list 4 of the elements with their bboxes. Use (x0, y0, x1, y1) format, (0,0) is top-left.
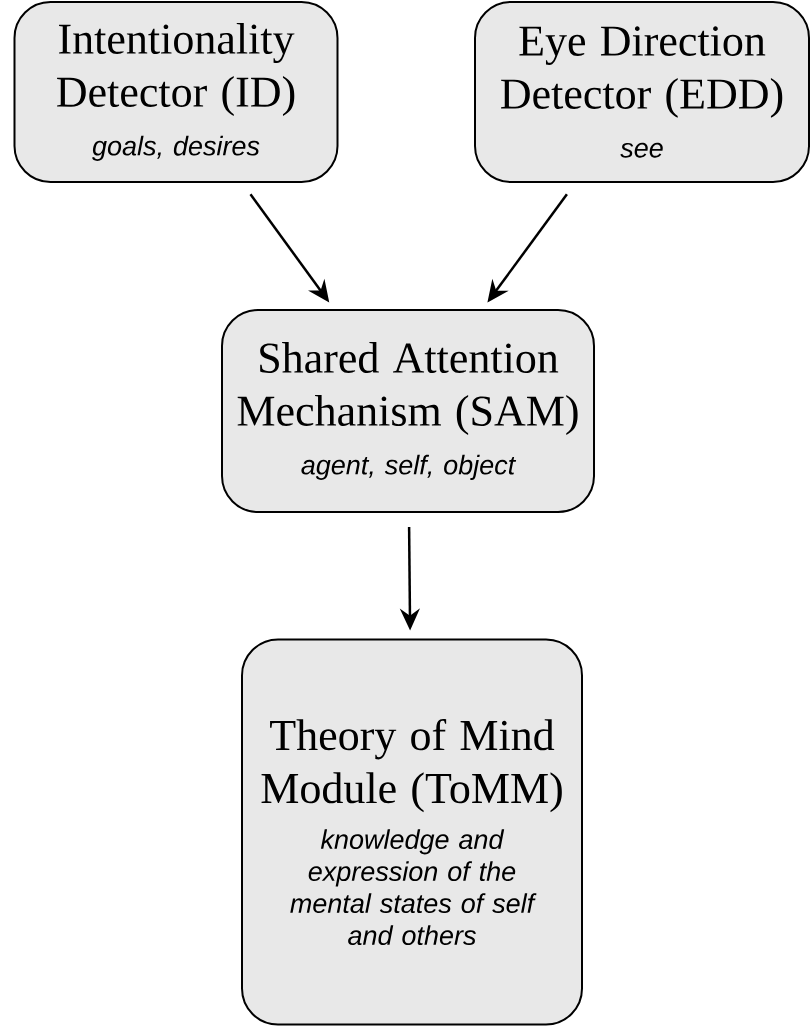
module-box: Eye Direction Detector (EDD) see (474, 1, 810, 183)
module-box: Theory of Mind Module (ToMM) knowledge and expression of the mental states of self and others (241, 638, 583, 1026)
module-box: Intentionality Detector (ID) goals, desires (13, 1, 339, 183)
module-box: Shared Attention Mechanism (SAM) agent, self, object (221, 309, 595, 513)
